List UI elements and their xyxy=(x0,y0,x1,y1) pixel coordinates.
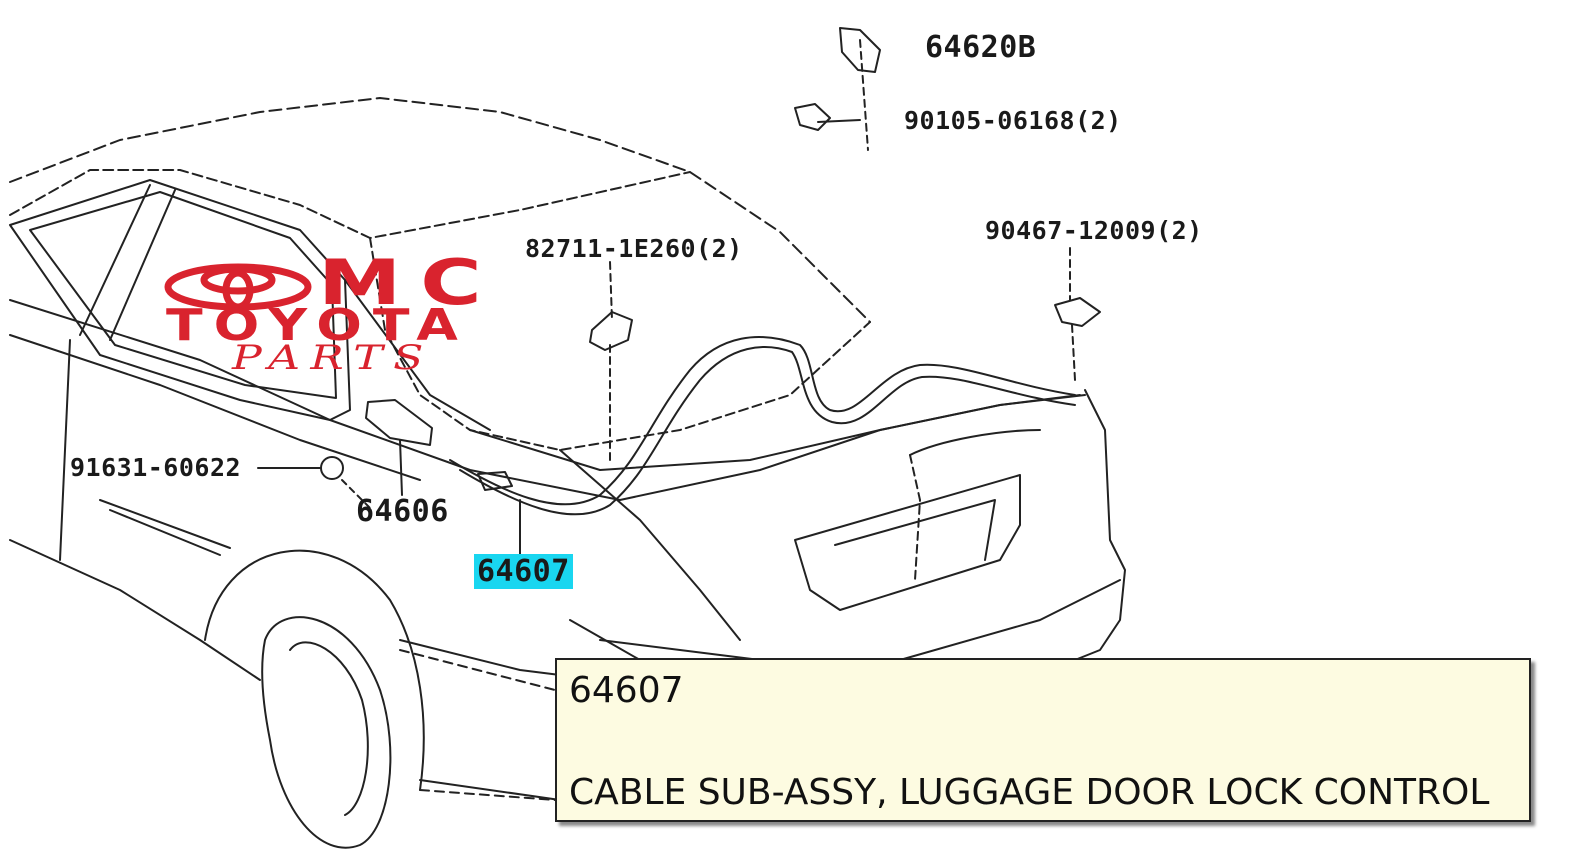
watermark-tagline: PARTS xyxy=(232,338,434,378)
leader-90105 xyxy=(817,119,861,123)
license-recess xyxy=(794,474,1021,611)
watermark-name: TOYOTA xyxy=(166,300,469,351)
lock-cable-2 xyxy=(459,346,1076,516)
part-label-64606[interactable]: 64606 xyxy=(356,494,449,529)
cable-drop xyxy=(909,454,921,581)
part-82711-shape xyxy=(589,311,633,351)
trunk-lid xyxy=(469,394,1086,471)
roof-outline xyxy=(9,97,871,323)
part-label-90467-12009[interactable]: 90467-12009(2) xyxy=(985,216,1203,245)
garnish xyxy=(909,429,1041,456)
part-90467-shape xyxy=(1054,297,1101,327)
part-label-82711-1e260[interactable]: 82711-1E260(2) xyxy=(525,234,743,263)
roof-seam xyxy=(9,169,691,239)
part-64620b-shape xyxy=(839,27,881,73)
door-pillar-2 xyxy=(79,184,151,336)
tooltip-part-code: 64607 xyxy=(569,670,684,711)
wheel-arch xyxy=(204,549,425,791)
leader-90467 xyxy=(1069,247,1076,381)
leader-tooltip xyxy=(399,649,556,801)
door-handle xyxy=(99,499,231,556)
door-line xyxy=(59,339,71,561)
part-90105-shape xyxy=(794,103,831,131)
part-64606-shape xyxy=(365,399,433,446)
part-label-64607[interactable]: 64607 xyxy=(474,554,573,589)
tire-inner xyxy=(289,641,369,816)
lock-cable xyxy=(449,336,1076,506)
part-64607-clip xyxy=(477,471,513,491)
part-label-90105-06168[interactable]: 90105-06168(2) xyxy=(904,106,1122,135)
leader-82711 xyxy=(609,261,613,461)
watermark-brand: MC xyxy=(318,246,501,319)
part-tooltip: 64607 CABLE SUB-ASSY, LUGGAGE DOOR LOCK … xyxy=(555,658,1531,822)
trunk-edge xyxy=(559,449,741,641)
part-label-64620b[interactable]: 64620B xyxy=(925,30,1037,65)
toyota-logo-icon xyxy=(164,263,312,311)
body-crease xyxy=(9,334,421,481)
tooltip-part-description: CABLE SUB-ASSY, LUGGAGE DOOR LOCK CONTRO… xyxy=(569,772,1490,813)
part-91631-clip xyxy=(320,456,344,480)
tire-outer xyxy=(261,616,392,849)
door-pillar xyxy=(109,189,176,341)
leader-91631-b xyxy=(341,479,373,511)
rear-window-inner xyxy=(29,191,337,399)
c-pillar-edge xyxy=(344,279,491,431)
license-inner xyxy=(834,499,996,561)
rear-window-frame xyxy=(9,179,351,421)
rocker xyxy=(9,539,261,681)
leader-64620b xyxy=(859,39,869,151)
leader-64606 xyxy=(399,439,403,496)
part-label-91631-60622[interactable]: 91631-60622 xyxy=(70,453,242,482)
rear-bumper xyxy=(599,579,1121,661)
